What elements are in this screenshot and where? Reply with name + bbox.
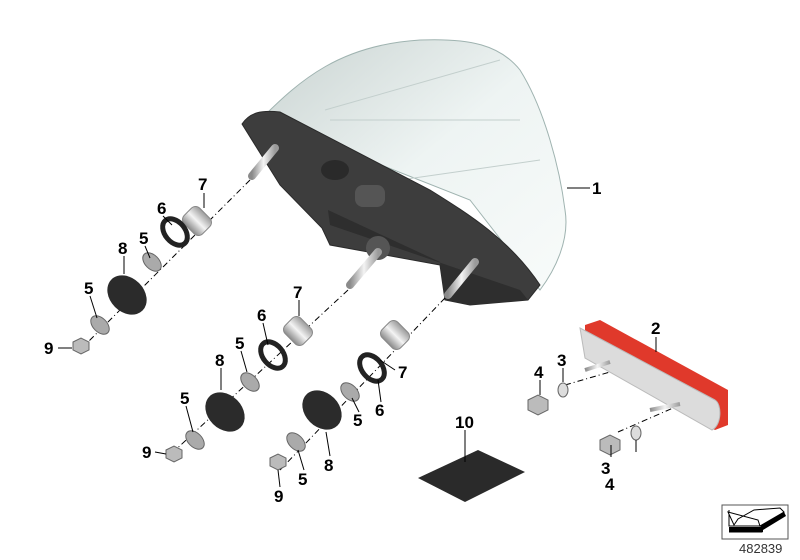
housing-pins bbox=[248, 144, 479, 299]
label-4: 4 bbox=[534, 363, 544, 382]
label-5: 5 bbox=[298, 470, 307, 489]
label-7: 7 bbox=[198, 175, 207, 194]
view-direction-icon bbox=[721, 504, 789, 540]
leader-lines bbox=[58, 187, 657, 488]
nuts-washers bbox=[527, 382, 642, 456]
label-7: 7 bbox=[398, 363, 407, 382]
label-3: 3 bbox=[557, 351, 566, 370]
label-6: 6 bbox=[157, 199, 166, 218]
mount-stack-3 bbox=[269, 320, 410, 471]
label-1: 1 bbox=[592, 179, 601, 198]
tail-light-housing bbox=[241, 39, 567, 306]
label-5: 5 bbox=[84, 279, 93, 298]
label-9: 9 bbox=[274, 487, 283, 506]
label-6: 6 bbox=[257, 306, 266, 325]
label-10: 10 bbox=[455, 413, 474, 432]
label-9: 9 bbox=[44, 339, 53, 358]
label-9: 9 bbox=[142, 443, 151, 462]
mount-stack-1 bbox=[72, 206, 212, 355]
label-6: 6 bbox=[375, 401, 384, 420]
catalog-number: 482839 bbox=[739, 541, 782, 556]
label-5: 5 bbox=[235, 334, 244, 353]
label-7: 7 bbox=[293, 283, 302, 302]
label-5: 5 bbox=[353, 411, 362, 430]
label-5: 5 bbox=[139, 229, 148, 248]
label-8: 8 bbox=[215, 351, 224, 370]
label-3: 3 bbox=[601, 459, 610, 478]
adhesive-pad bbox=[418, 450, 525, 502]
part-labels: 1 2 3 3 4 4 5 5 5 5 5 5 6 6 6 7 7 7 8 8 … bbox=[44, 175, 660, 506]
label-2: 2 bbox=[651, 319, 660, 338]
label-8: 8 bbox=[118, 239, 127, 258]
label-5: 5 bbox=[180, 389, 189, 408]
label-8: 8 bbox=[324, 456, 333, 475]
assembly-axes bbox=[79, 179, 681, 471]
reflector bbox=[579, 320, 728, 431]
label-4: 4 bbox=[605, 475, 615, 494]
mount-stack-2 bbox=[165, 316, 313, 463]
